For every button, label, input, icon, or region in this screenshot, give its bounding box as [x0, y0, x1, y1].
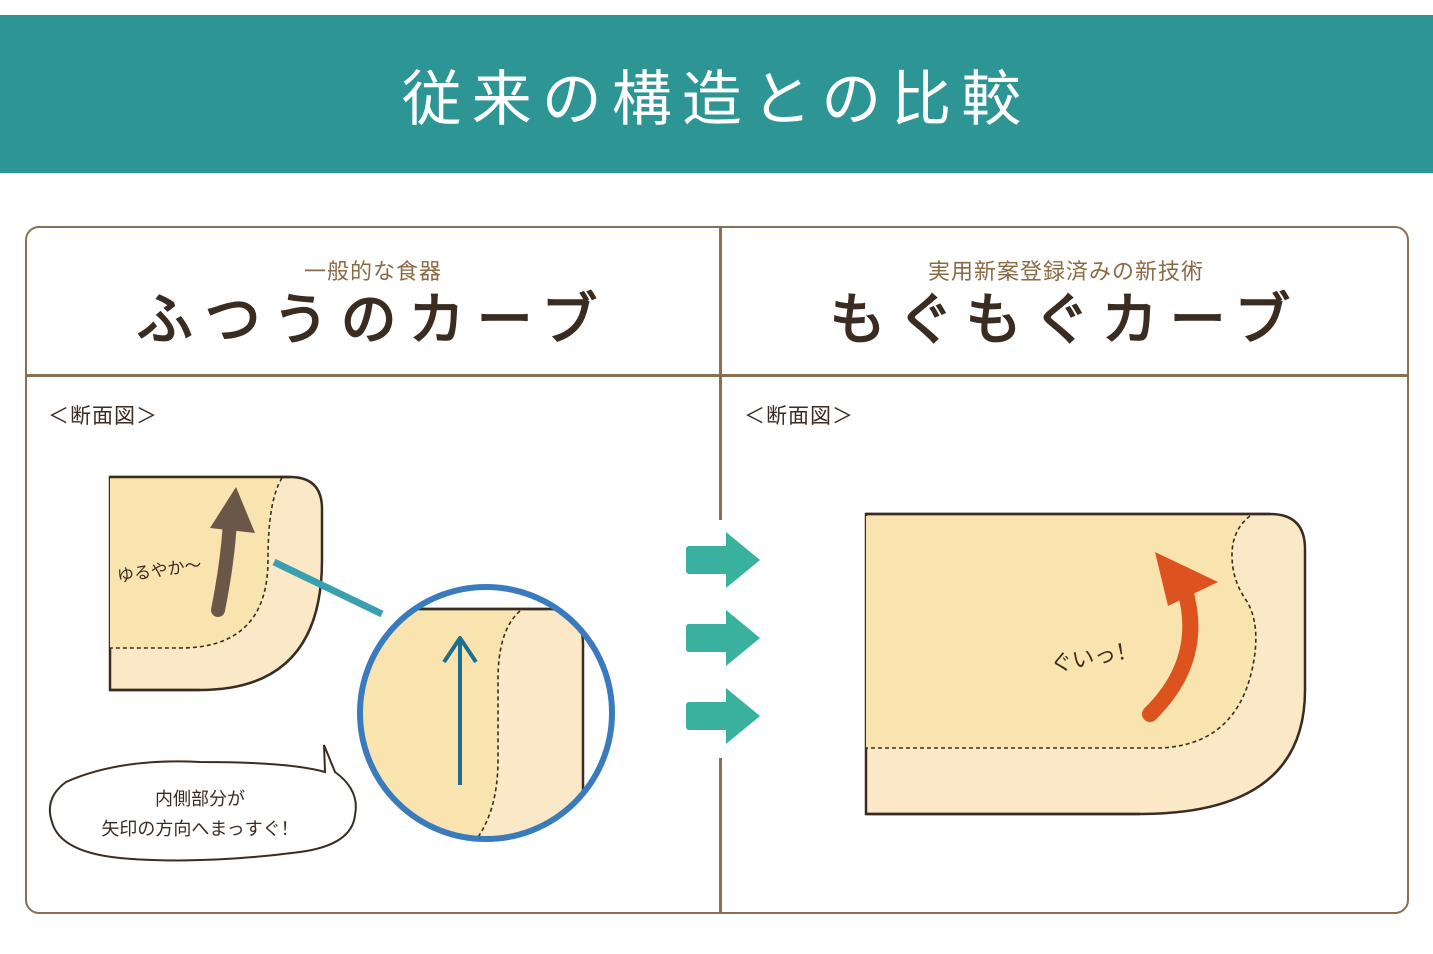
transition-arrow-icon	[686, 610, 760, 666]
left-subtitle: 一般的な食器	[303, 260, 442, 285]
left-title: ふつうのカーブ	[136, 288, 610, 353]
gentle-arrow-icon	[210, 487, 255, 617]
left-section-label: ＜断面図＞	[48, 404, 158, 428]
vertical-divider-bottom	[719, 758, 722, 912]
bubble-text-line1: 内側部分が	[155, 789, 245, 810]
bubble-text-line2: 矢印の方向へまっすぐ！	[101, 819, 298, 840]
magnifier-connector	[272, 558, 384, 618]
right-title: もぐもぐカーブ	[829, 288, 1303, 353]
transition-arrows	[686, 532, 760, 744]
comparison-panel: 一般的な食器 ふつうのカーブ 実用新案登録済みの新技術 もぐもぐカーブ	[25, 226, 1409, 914]
vertical-divider-top	[719, 228, 722, 520]
right-section-label: ＜断面図＞	[744, 404, 854, 428]
transition-arrow-icon	[686, 532, 760, 588]
right-subtitle: 実用新案登録済みの新技術	[927, 260, 1204, 285]
magnified-view	[357, 584, 615, 842]
horizontal-divider	[27, 374, 1407, 377]
strong-arrow-icon	[1142, 552, 1218, 722]
page-title: 従来の構造との比較	[401, 64, 1032, 135]
left-column-header: 一般的な食器 ふつうのカーブ	[27, 228, 719, 374]
speech-bubble	[48, 744, 357, 862]
right-column-header: 実用新案登録済みの新技術 もぐもぐカーブ	[721, 228, 1407, 374]
transition-arrow-icon	[686, 688, 760, 744]
header-banner: 従来の構造との比較	[0, 15, 1433, 173]
